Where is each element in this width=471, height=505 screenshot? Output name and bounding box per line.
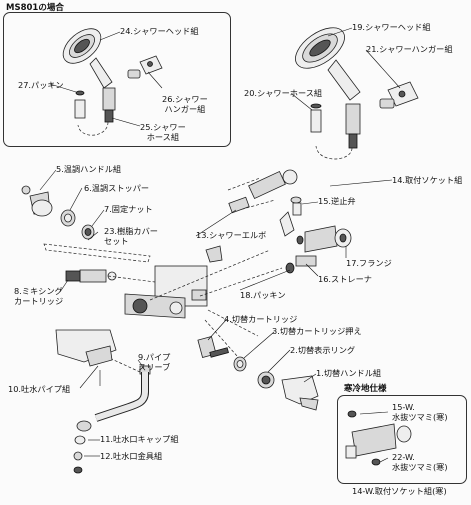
resin-cover-set xyxy=(43,243,151,263)
label-resin-cover-set: 23.樹脂カバー セット xyxy=(104,226,158,246)
label-shower-head-ms801: 24.シャワーヘッド組 xyxy=(120,26,199,36)
label-spout-pipe: 10.吐水パイプ組 xyxy=(8,384,71,394)
temperature-handle xyxy=(21,185,53,217)
faucet-body xyxy=(124,265,208,319)
spout-fitting xyxy=(73,451,83,474)
label-shower-head-main: 19.シャワーヘッド組 xyxy=(352,22,431,32)
shower-hose-main xyxy=(310,103,361,160)
label-temperature-stopper: 6.温調ストッパー xyxy=(84,183,150,193)
label-packing-27: 27.パッキン xyxy=(18,80,64,90)
label-switch-cartridge-retainer: 3.切替カートリッジ押え xyxy=(272,326,362,336)
temperature-stopper xyxy=(60,209,76,227)
label-mounting-socket-cold: 14-W.取付ソケット組(寒) xyxy=(352,486,447,496)
inset-ms801 xyxy=(3,12,231,147)
label-fixing-nut: 7.固定ナット xyxy=(104,204,153,214)
inset-cold-title: 寒冷地仕様 xyxy=(344,384,387,394)
label-drain-knob-22w: 22-W. 水抜ツマミ(寒) xyxy=(392,452,448,472)
label-shower-hose-main: 20.シャワーホース組 xyxy=(244,88,323,98)
fixing-nut xyxy=(81,224,95,240)
inset-cold-region xyxy=(337,395,467,484)
shower-elbow xyxy=(205,196,250,263)
switch-cartridge xyxy=(197,336,229,358)
label-flange: 17.フランジ xyxy=(346,258,392,268)
elbow-connector-block xyxy=(248,169,298,237)
label-strainer: 16.ストレーナ xyxy=(318,274,372,284)
shower-hanger-ms801 xyxy=(127,55,163,79)
label-mixing-cartridge: 8.ミキシング カートリッジ xyxy=(14,286,64,306)
label-check-valve: 15.逆止弁 xyxy=(318,196,356,206)
label-spout-cap: 11.吐水口キャップ組 xyxy=(100,434,179,444)
label-pipe-sleeve: 9.パイプ スリーブ xyxy=(138,352,171,372)
cold-socket-group xyxy=(345,410,412,466)
spout-cap xyxy=(74,435,86,445)
label-switch-cartridge: 4.切替カートリッジ xyxy=(224,314,298,324)
label-shower-hanger-main: 21.シャワーハンガー組 xyxy=(366,44,453,54)
shower-hanger-main xyxy=(379,81,419,109)
label-drain-knob-15w: 15-W. 水抜ツマミ(寒) xyxy=(392,402,448,422)
switch-handle xyxy=(281,375,319,411)
label-mounting-socket: 14.取付ソケット組 xyxy=(392,175,463,185)
spout-cover xyxy=(55,329,117,386)
shower-head-ms801 xyxy=(62,28,113,89)
mixing-cartridge xyxy=(65,269,117,283)
mounting-socket-group xyxy=(285,196,352,274)
leader-lines xyxy=(39,27,401,463)
label-shower-hose-ms801: 25.シャワー ホース組 xyxy=(140,122,186,142)
label-temperature-handle: 5.温調ハンドル組 xyxy=(56,164,122,174)
label-spout-fitting: 12.吐水口金具組 xyxy=(100,451,163,461)
hose-connector-ms801 xyxy=(74,87,116,136)
label-packing-18: 18.パッキン xyxy=(240,290,286,300)
switch-indicator-ring xyxy=(257,371,275,389)
inset-ms801-title: MS801の場合 xyxy=(6,3,64,13)
label-switch-handle: 1.切替ハンドル組 xyxy=(316,368,382,378)
label-shower-elbow: 13.シャワーエルボ xyxy=(196,230,267,240)
shower-head-main xyxy=(295,27,361,101)
label-shower-hanger-ms801: 26.シャワー ハンガー組 xyxy=(162,94,208,114)
label-switch-indicator-ring: 2.切替表示リング xyxy=(290,345,356,355)
switch-cartridge-retainer xyxy=(233,356,247,372)
spout-pipe xyxy=(76,372,149,432)
